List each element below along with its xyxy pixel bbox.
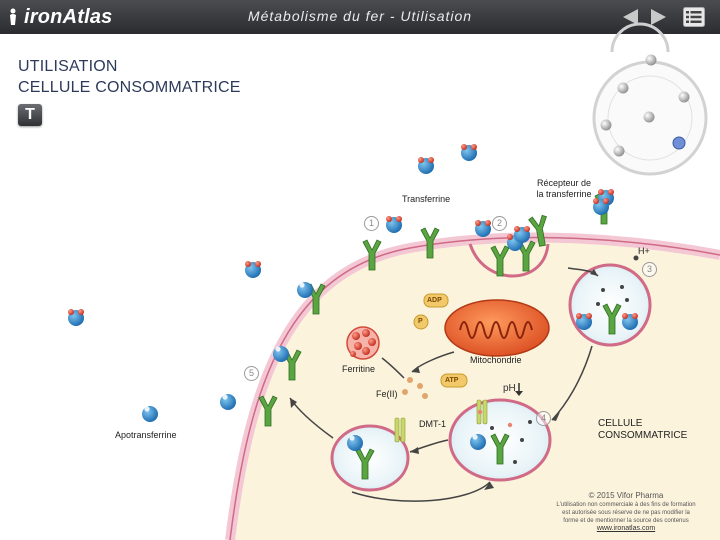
triangle-right-icon xyxy=(651,9,666,25)
label-apotransferrine: Apotransferrine xyxy=(115,430,177,440)
nav-dot-4[interactable] xyxy=(643,111,655,123)
logo-text: ironAtlas xyxy=(24,5,113,28)
endosome-3 xyxy=(568,263,652,347)
section-subtitle: CELLULE CONSOMMATRICE xyxy=(18,79,241,96)
label-h-plus: H+ xyxy=(638,246,650,256)
h-plus-dot xyxy=(633,255,639,261)
label-ph: pH xyxy=(503,383,516,394)
arrow-heads xyxy=(290,269,598,490)
label-recepteur-line1: Récepteur de xyxy=(536,178,592,188)
copyright-text: © 2015 Vifor Pharma xyxy=(588,491,664,500)
step-1-marker: 1 xyxy=(364,216,379,231)
triangle-left-icon xyxy=(623,9,638,25)
notice-line-3: forme et de mentionner la source des con… xyxy=(563,518,689,524)
label-adp: ADP xyxy=(427,297,442,304)
website-link[interactable]: www.ironatlas.com xyxy=(596,525,656,532)
step-3-marker: 3 xyxy=(642,262,657,277)
next-button[interactable] xyxy=(648,8,668,26)
previous-button[interactable] xyxy=(621,8,641,26)
list-menu-icon xyxy=(683,7,705,27)
notice-line-2: est autorisée sous réserve de ne pas mod… xyxy=(562,510,690,516)
mitochondrion xyxy=(444,299,550,357)
clathrin-pit xyxy=(468,243,550,278)
text-toggle-button[interactable]: T xyxy=(18,104,42,126)
label-mitochondrie: Mitochondrie xyxy=(470,355,522,365)
label-atp: ATP xyxy=(445,377,459,384)
ph-down-arrow xyxy=(515,383,523,396)
ferritin xyxy=(346,326,380,360)
navigation-wheel xyxy=(592,22,708,176)
logo-icon xyxy=(10,8,16,25)
window-title: Métabolisme du fer - Utilisation xyxy=(247,8,473,24)
step-2-marker: 2 xyxy=(492,216,507,231)
label-cellule-line2: CONSOMMATRICE xyxy=(598,430,688,441)
nav-dot-2[interactable] xyxy=(617,82,629,94)
atp-badge xyxy=(440,373,468,388)
label-ferritine: Ferritine xyxy=(342,364,376,374)
fe2-ions xyxy=(402,377,428,399)
endosome-4 xyxy=(448,398,552,482)
menu-button[interactable] xyxy=(683,7,705,27)
label-transferrine: Transferrine xyxy=(402,194,451,204)
recycling-vesicle xyxy=(330,417,410,492)
nav-dot-6[interactable] xyxy=(613,145,625,157)
nav-dot-1[interactable] xyxy=(645,54,657,66)
copyright-notice: © 2015 Vifor Pharma L'utilisation non co… xyxy=(540,490,712,533)
top-bar xyxy=(0,0,720,34)
nav-dot-5[interactable] xyxy=(600,119,612,131)
notice-line-1: L'utilisation non commerciale à des fins… xyxy=(556,502,696,508)
adp-badge xyxy=(423,293,449,308)
nav-dot-3[interactable] xyxy=(678,91,690,103)
step-5-marker: 5 xyxy=(244,366,259,381)
label-recepteur-line2: la transferrine xyxy=(536,189,592,199)
phosphate-badge xyxy=(413,314,429,330)
step-4-marker: 4 xyxy=(536,411,551,426)
label-cellule-line1: CELLULE xyxy=(598,418,643,429)
label-p: P xyxy=(418,318,423,325)
section-title: UTILISATION xyxy=(18,58,118,75)
nav-dot-active[interactable] xyxy=(672,136,686,150)
label-dmt1: DMT-1 xyxy=(419,419,446,429)
label-fe2: Fe(II) xyxy=(376,389,398,399)
ironatlas-logo: ironAtlas xyxy=(6,4,112,30)
label-cellule-consommatrice: CELLULE CONSOMMATRICE xyxy=(598,418,687,442)
label-recepteur: Récepteur de la transferrine xyxy=(528,178,600,200)
